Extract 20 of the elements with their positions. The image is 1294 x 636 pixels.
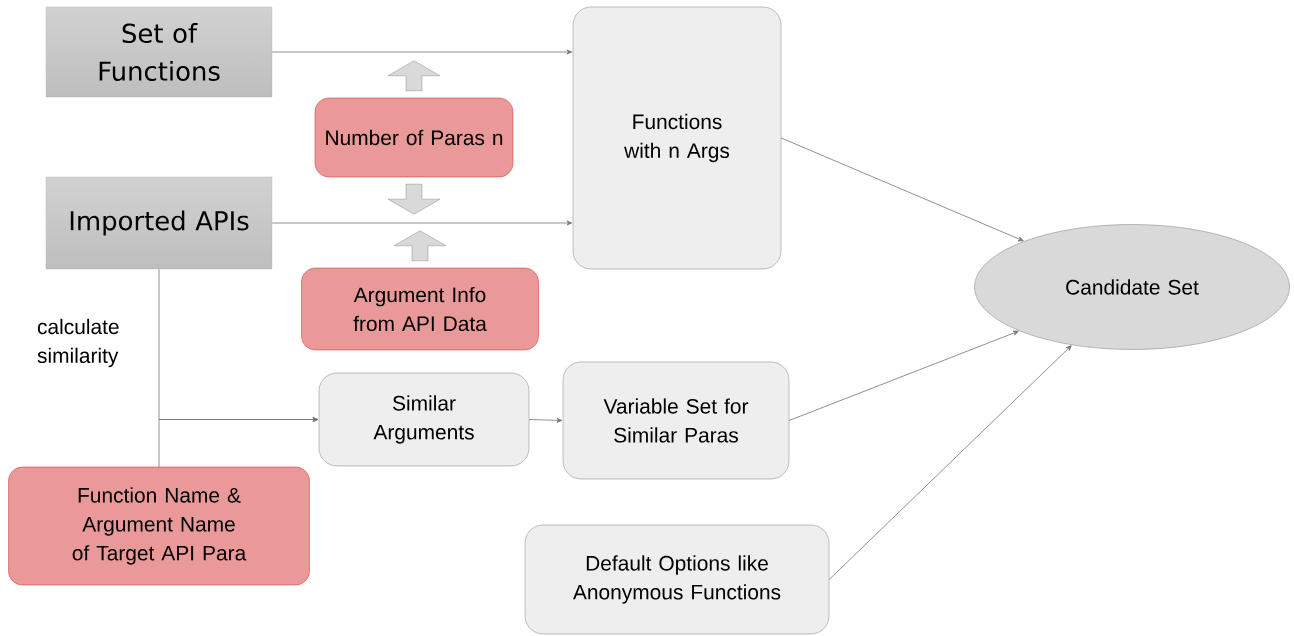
block-arrow <box>387 60 441 91</box>
arrow <box>158 417 319 468</box>
arrow <box>271 220 573 226</box>
parameter-box: Number of Paras n <box>314 97 514 178</box>
note-text: calculate similarity <box>37 318 119 368</box>
arrow <box>828 345 1072 580</box>
block-arrow <box>393 230 447 261</box>
parameter-box: Function Name & Argument Name of Target API Para <box>8 466 310 586</box>
block-arrow <box>387 184 441 215</box>
arrow <box>780 137 1024 242</box>
arrow <box>528 417 563 423</box>
parameter-box: Argument Info from API Data <box>301 267 539 351</box>
process-box: Variable Set for Similar Paras <box>562 361 790 480</box>
process-box: Default Options like Anonymous Functions <box>524 524 830 635</box>
input-box: Set of Functions <box>45 6 273 98</box>
process-box: Functions with n Args <box>572 6 782 270</box>
process-box: Similar Arguments <box>318 372 530 467</box>
input-box: Imported APIs <box>45 176 273 270</box>
arrow <box>788 330 1019 421</box>
arrow <box>271 49 573 55</box>
